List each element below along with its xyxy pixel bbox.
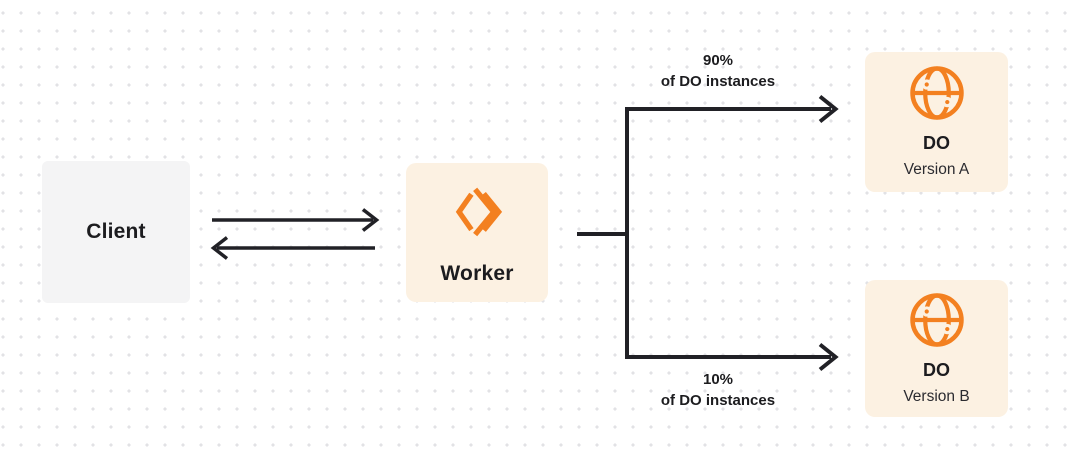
route-a-percent: 90% — [702, 52, 734, 69]
client-node: Client — [42, 161, 190, 303]
client-label: Client — [86, 220, 146, 243]
do-b-subtitle: Version B — [903, 387, 970, 405]
client-to-worker-arrow — [212, 208, 380, 232]
do-a-title: DO — [923, 133, 950, 154]
do-version-a-node: DO Version A — [865, 52, 1008, 192]
do-version-b-node: DO Version B — [865, 280, 1008, 417]
globe-icon — [908, 64, 966, 127]
do-b-title: DO — [923, 359, 950, 380]
worker-label: Worker — [440, 261, 514, 285]
worker-node: Worker — [406, 163, 548, 302]
route-b-label: 10% of DO instances — [628, 369, 808, 411]
route-b-caption: of DO instances — [660, 392, 776, 409]
route-a-label: 90% of DO instances — [628, 50, 808, 92]
branch-to-do-a-arrow — [625, 94, 839, 124]
globe-icon — [908, 291, 966, 354]
do-a-subtitle: Version A — [903, 161, 970, 179]
route-b-percent: 10% — [702, 371, 734, 388]
worker-to-client-arrow — [210, 236, 375, 260]
branch-to-do-b-arrow — [625, 342, 839, 372]
workers-logo-icon — [444, 180, 510, 247]
route-a-caption: of DO instances — [660, 73, 776, 90]
